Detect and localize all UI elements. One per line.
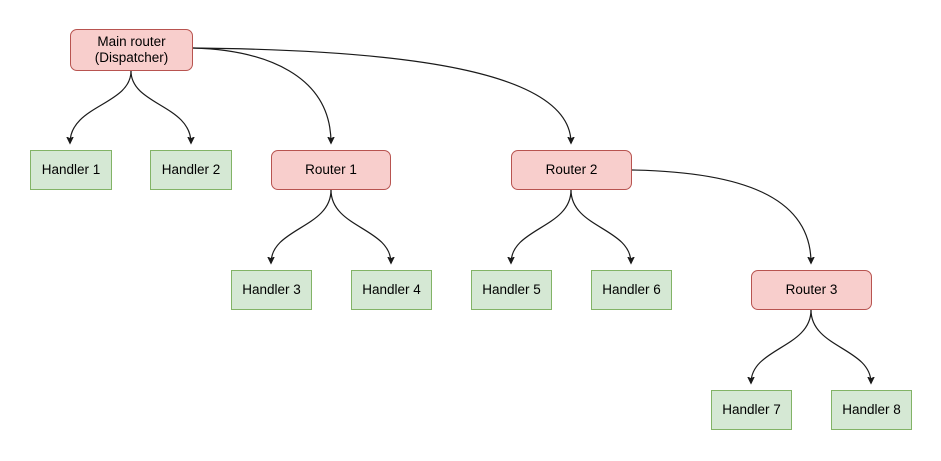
- edge-router-3-to-handler-7: [751, 309, 812, 383]
- node-handler-3[interactable]: Handler 3: [231, 270, 312, 310]
- node-label-handler-6: Handler 6: [602, 282, 661, 297]
- node-router-1[interactable]: Router 1: [271, 150, 391, 190]
- node-main-router[interactable]: Main router (Dispatcher): [70, 29, 193, 71]
- node-handler-7[interactable]: Handler 7: [711, 390, 792, 430]
- edge-main-router-to-handler-2: [130, 70, 191, 143]
- node-label-handler-1: Handler 1: [41, 162, 101, 177]
- edge-router-3-to-handler-8: [810, 309, 871, 383]
- node-label-handler-2: Handler 2: [161, 162, 221, 177]
- edge-router-1-to-handler-4: [330, 189, 391, 263]
- node-label-main-router: Main router (Dispatcher): [94, 34, 169, 65]
- node-router-2[interactable]: Router 2: [511, 150, 632, 190]
- node-label-router-2: Router 2: [545, 162, 598, 177]
- node-label-handler-7: Handler 7: [722, 402, 781, 417]
- edge-main-router-to-handler-1: [70, 70, 132, 143]
- node-handler-6[interactable]: Handler 6: [591, 270, 672, 310]
- edge-main-router-to-router-1: [192, 47, 331, 143]
- node-label-handler-4: Handler 4: [362, 282, 421, 297]
- node-handler-8[interactable]: Handler 8: [831, 390, 912, 430]
- node-handler-5[interactable]: Handler 5: [471, 270, 552, 310]
- node-handler-2[interactable]: Handler 2: [150, 150, 232, 190]
- node-router-3[interactable]: Router 3: [751, 270, 872, 310]
- connector-group: [70, 47, 871, 383]
- edge-router-2-to-handler-5: [511, 189, 572, 263]
- edge-router-2-to-router-3: [631, 169, 811, 263]
- node-label-handler-5: Handler 5: [482, 282, 541, 297]
- node-handler-4[interactable]: Handler 4: [351, 270, 432, 310]
- edge-router-1-to-handler-3: [271, 189, 332, 263]
- node-handler-1[interactable]: Handler 1: [30, 150, 112, 190]
- edge-main-router-to-router-2: [192, 47, 571, 143]
- node-label-router-1: Router 1: [305, 162, 357, 177]
- edge-router-2-to-handler-6: [570, 189, 631, 263]
- node-label-handler-8: Handler 8: [842, 402, 901, 417]
- node-label-handler-3: Handler 3: [242, 282, 301, 297]
- node-label-router-3: Router 3: [785, 282, 838, 297]
